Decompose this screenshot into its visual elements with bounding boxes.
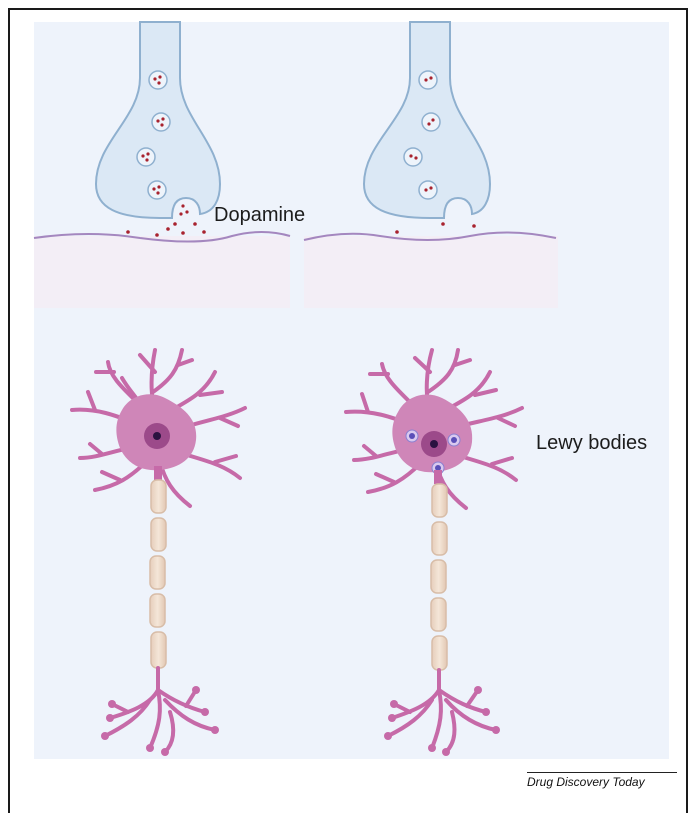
dopamine-molecules-left [126,222,206,237]
source-caption: Drug Discovery Today [527,775,645,789]
healthy-neuron [72,350,245,756]
lewy-bodies-label: Lewy bodies [536,432,647,455]
affected-neuron [346,350,522,756]
dopamine-label: Dopamine [214,204,305,227]
postsynaptic-membrane-right [304,236,558,308]
footer-divider [527,772,677,773]
dopamine-molecules-right [395,222,476,234]
postsynaptic-membrane-left [34,236,290,308]
